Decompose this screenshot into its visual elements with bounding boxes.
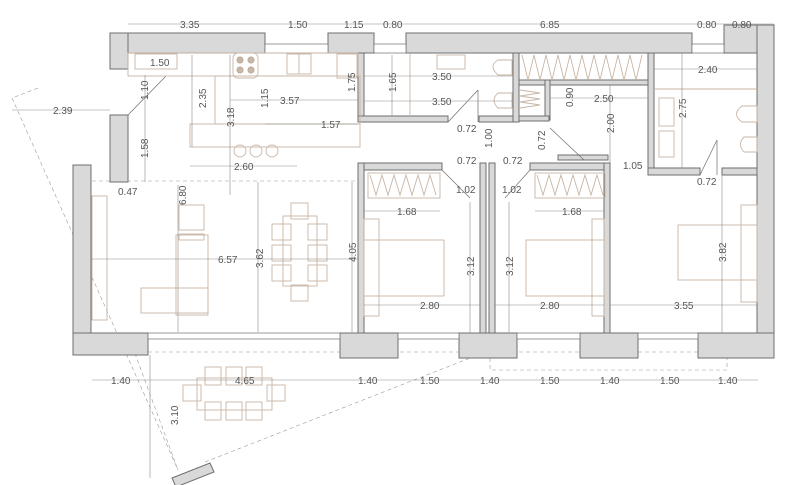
dim-bath2-door: 0.72: [697, 177, 717, 188]
dim-top-3: 1.15: [344, 20, 364, 31]
interior-walls: [109, 52, 758, 334]
dim-entry-jamb: 0.47: [118, 187, 138, 198]
dim-entry-depth: 1.10: [140, 80, 151, 100]
dim-bottom-1: 1.40: [111, 376, 131, 387]
dim-bed2-wardrobe: 1.68: [562, 207, 582, 218]
dim-bath1-depth: 1.65: [388, 72, 399, 92]
dim-bath2-width: 2.40: [698, 65, 718, 76]
dim-entry-side: 1.58: [140, 138, 151, 158]
terrace-table: [196, 377, 273, 411]
dim-entry-width: 1.50: [150, 58, 170, 69]
dim-bed1-depth: 3.12: [466, 256, 477, 276]
furniture: [91, 52, 758, 421]
dim-kitchen-width: 3.57: [280, 96, 300, 107]
dim-hall-door-left: 0.72: [457, 124, 477, 135]
dim-living-right: 4.05: [348, 242, 359, 262]
dim-bath2-depth: 2.75: [678, 98, 689, 118]
dim-top-6: 0.80: [697, 20, 717, 31]
dim-terrace-depth: 3.10: [170, 405, 181, 425]
dim-bed1-door: 1.02: [456, 185, 476, 196]
cooktop: [232, 52, 259, 79]
dim-bath1-bottom: 3.50: [432, 97, 452, 108]
bed-1: [363, 239, 445, 297]
bathtub: [436, 54, 466, 70]
dim-bottom-6: 1.50: [540, 376, 560, 387]
bidet: [493, 92, 513, 109]
dim-bed2-depth: 3.12: [505, 256, 516, 276]
dim-closet-depth: 0.90: [565, 87, 576, 107]
dining-table: [282, 215, 318, 287]
toilet-2: [736, 105, 758, 123]
dim-terrace-offset: 2.39: [53, 106, 73, 117]
dim-hall-height: 1.00: [484, 128, 495, 148]
dim-kitchen-island: 1.15: [260, 88, 271, 108]
dim-bottom-7: 1.40: [600, 376, 620, 387]
dim-kitchen-height: 3.18: [226, 107, 237, 127]
dim-hall-door-b1: 0.72: [457, 156, 477, 167]
dim-living-length: 6.57: [218, 255, 238, 266]
vanity-1: [658, 97, 675, 127]
dim-bottom-2: 4.65: [235, 376, 255, 387]
tv-unit: [91, 195, 108, 321]
bidet-2: [740, 136, 758, 153]
dim-top-5: 6.85: [540, 20, 560, 31]
dim-bottom-3: 1.40: [358, 376, 378, 387]
dim-bed1-width: 2.80: [420, 301, 440, 312]
dimension-lines: [12, 23, 774, 478]
dim-kitchen-right: 1.75: [347, 72, 358, 92]
terrace-planter: [171, 462, 215, 485]
dim-bottom-4: 1.50: [420, 376, 440, 387]
dim-bottom-8: 1.50: [660, 376, 680, 387]
dim-hall-door-closet: 0.72: [537, 130, 548, 150]
dim-top-1: 3.35: [180, 20, 200, 31]
dim-kitchen-bar: 2.60: [234, 162, 254, 173]
dim-master-depth: 3.82: [718, 242, 729, 262]
dim-top-7: 0.80: [732, 20, 752, 31]
dim-top-4: 0.80: [383, 20, 403, 31]
dim-bottom-9: 1.40: [718, 376, 738, 387]
dim-top-2: 1.50: [288, 20, 308, 31]
doors: [127, 75, 718, 199]
dim-closet-height: 2.00: [606, 113, 617, 133]
dim-kitchen-counter: 1.57: [321, 120, 341, 131]
dim-dining-depth: 3.62: [255, 248, 266, 268]
dim-closet-width: 2.50: [594, 94, 614, 105]
dim-bottom-5: 1.40: [480, 376, 500, 387]
dim-bed2-door: 1.02: [502, 185, 522, 196]
dim-living-depth: 6.80: [178, 185, 189, 205]
toilet: [492, 59, 513, 76]
dim-master-width: 3.55: [674, 301, 694, 312]
sofa: [175, 234, 209, 316]
wardrobe-zigzag: [369, 54, 643, 197]
dim-closet-passage: 1.05: [623, 161, 643, 172]
dim-hall-door-b2: 0.72: [503, 156, 523, 167]
dim-bath1-top: 3.50: [432, 72, 452, 83]
dim-kitchen-depth: 2.35: [198, 88, 209, 108]
dimension-labels: 3.35 1.50 1.15 0.80 6.85 0.80 0.80 1.40 …: [53, 20, 752, 425]
dim-bed1-wardrobe: 1.68: [397, 207, 417, 218]
vanity-2: [658, 130, 675, 158]
terrace-outline: [11, 87, 750, 485]
dim-bed2-width: 2.80: [540, 301, 560, 312]
